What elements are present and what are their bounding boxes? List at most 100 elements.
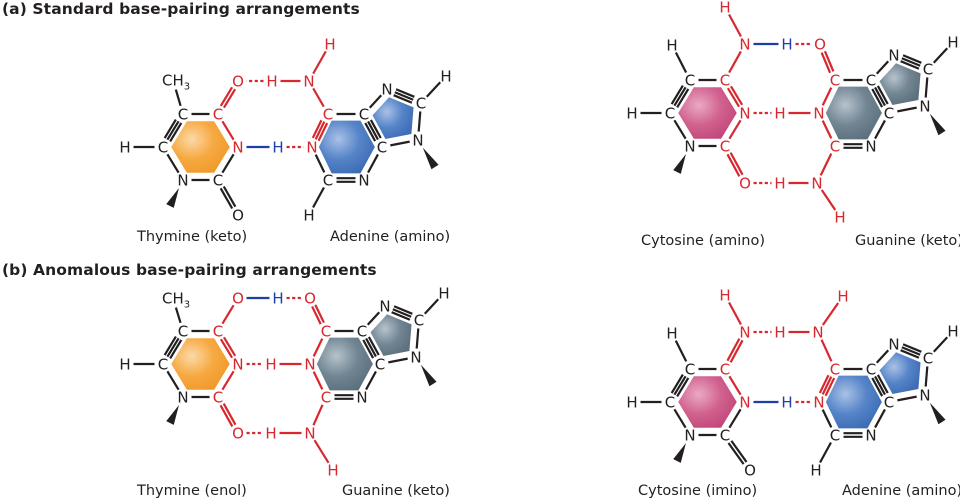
single-bond — [312, 371, 324, 390]
single-bond — [423, 298, 440, 315]
triple-bond — [901, 57, 921, 67]
atom-c: C — [416, 95, 426, 113]
atom-o: O — [232, 425, 244, 443]
single-bond — [390, 140, 410, 147]
double-bond — [314, 304, 325, 324]
guanine-imidazole-ring — [879, 63, 921, 106]
atom-n: N — [684, 138, 695, 156]
triple-bond — [362, 339, 375, 359]
atom-n: N — [356, 389, 367, 407]
bonds — [133, 13, 949, 465]
atom-c: C — [213, 389, 223, 407]
atom-h: H — [810, 462, 821, 480]
methyl-group-label: CH3 — [162, 290, 190, 311]
single-bond — [924, 366, 929, 387]
triple-bond — [367, 120, 379, 141]
double-bond — [727, 442, 745, 465]
atom-c: C — [866, 72, 876, 90]
single-bond — [897, 395, 917, 402]
single-bond — [674, 340, 688, 362]
cytosine-ring — [678, 87, 737, 139]
atom-h: H — [666, 325, 677, 343]
single-bond — [221, 370, 235, 391]
single-bond — [874, 408, 886, 429]
atom-h: H — [774, 324, 785, 342]
atom-c: C — [685, 361, 695, 379]
atom-c: C — [720, 138, 730, 156]
triple-bond — [395, 88, 415, 98]
double-bond — [219, 338, 233, 359]
single-bond — [728, 50, 742, 74]
atom-h: H — [774, 105, 785, 123]
atom-h: H — [719, 287, 730, 305]
atom-c: C — [414, 312, 424, 330]
atom-c: C — [884, 105, 894, 123]
single-bond — [221, 304, 235, 325]
atom-c: C — [665, 394, 675, 412]
adenine-imidazole-ring — [372, 97, 414, 140]
single-bond — [821, 302, 840, 326]
single-bond — [820, 189, 837, 211]
single-bond — [415, 328, 420, 349]
single-bond — [174, 89, 182, 107]
atom-h: H — [266, 73, 277, 91]
triple-bond — [364, 122, 377, 142]
double-bond — [219, 86, 233, 107]
double-bond — [222, 185, 237, 208]
atom-o: O — [232, 207, 244, 225]
single-bond — [728, 13, 742, 38]
double-bond — [726, 87, 740, 108]
atom-c: C — [158, 356, 168, 374]
double-bond — [222, 403, 237, 426]
atom-n: N — [232, 139, 243, 157]
triple-bond — [902, 54, 922, 64]
atom-h: H — [947, 34, 958, 52]
single-bond — [728, 408, 742, 429]
atom-h: H — [834, 209, 845, 227]
double-bond — [729, 152, 744, 176]
atom-n: N — [358, 172, 369, 190]
triple-bond — [393, 94, 413, 104]
triple-bond — [821, 376, 833, 395]
triple-bond — [876, 374, 889, 394]
atom-n: N — [304, 356, 315, 374]
single-bond — [221, 153, 235, 174]
triple-bond — [900, 60, 920, 70]
double-bond — [726, 153, 741, 177]
triple-bond — [169, 339, 183, 359]
triple-bond — [874, 375, 886, 396]
single-bond — [875, 60, 890, 75]
triple-bond — [670, 374, 684, 394]
double-bond — [730, 85, 744, 106]
single-bond — [932, 47, 949, 64]
atom-h: H — [303, 207, 314, 225]
atom-n: N — [306, 139, 317, 157]
atom-n: N — [177, 172, 188, 190]
atom-n: N — [739, 36, 750, 54]
sugar-attachment-wedge — [929, 113, 946, 136]
triple-bond — [902, 343, 922, 353]
triple-bond — [871, 88, 884, 108]
atom-h: H — [119, 356, 130, 374]
single-bond — [819, 441, 832, 464]
caption-thymine-keto: Thymine (keto) — [137, 229, 248, 245]
single-bond — [874, 119, 886, 140]
single-bond — [221, 120, 235, 141]
single-bond — [821, 120, 833, 139]
single-bond — [932, 336, 949, 353]
atom-h: H — [626, 394, 637, 412]
atom-n: N — [813, 105, 824, 123]
single-bond — [367, 153, 379, 174]
atom-h: H — [440, 68, 451, 86]
single-bond — [366, 311, 381, 326]
triple-bond — [367, 336, 380, 356]
sugar-attachment-wedge — [422, 147, 439, 170]
triple-bond — [317, 122, 329, 142]
sugar-attachment-wedge — [420, 364, 437, 387]
atom-n: N — [919, 98, 930, 116]
single-bond — [312, 186, 325, 209]
double-bond — [223, 88, 237, 109]
atom-n: N — [739, 105, 750, 123]
section-title-standard: (a) Standard base-pairing arrangements — [2, 0, 360, 18]
double-bond — [219, 404, 234, 427]
